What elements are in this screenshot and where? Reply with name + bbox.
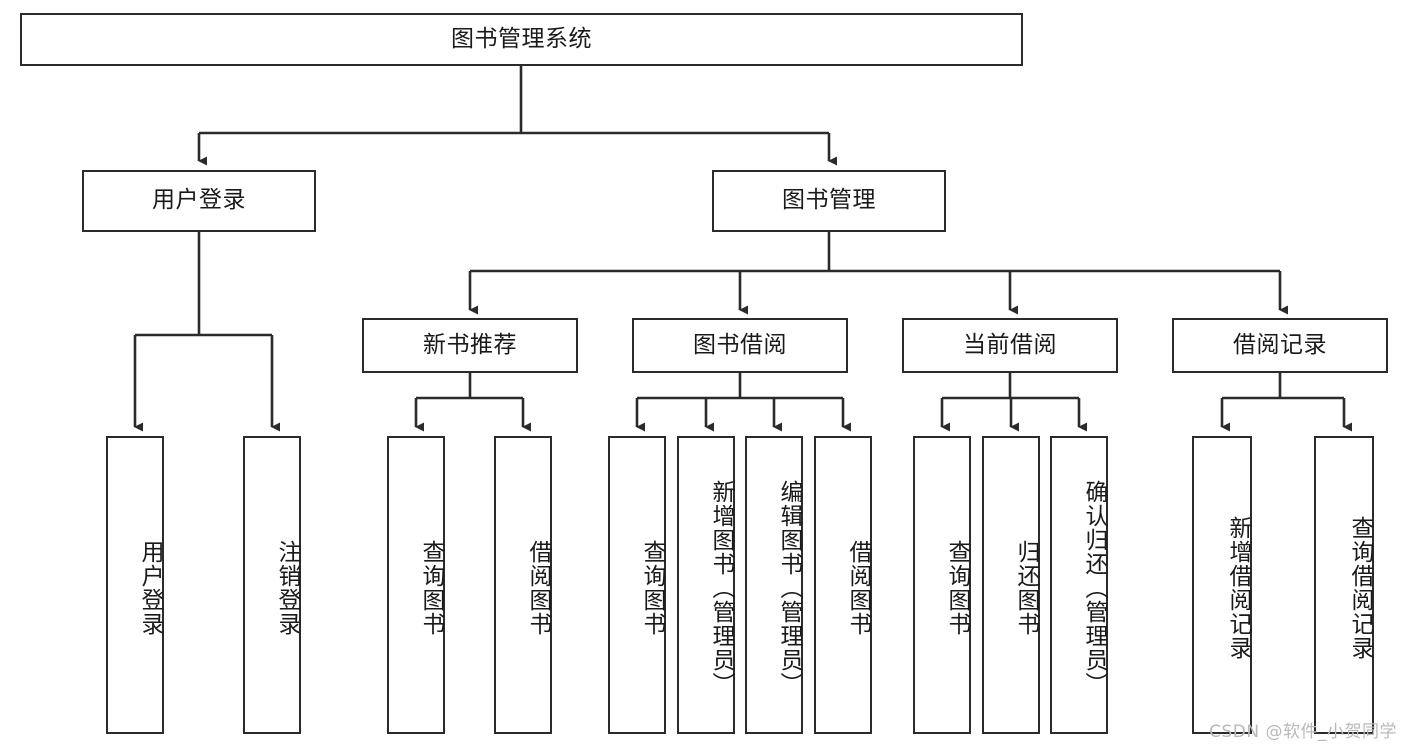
node-label: 归还图书 <box>1013 540 1039 636</box>
leaf-current-borrow-query-book[interactable]: 查询图书 <box>913 436 971 734</box>
node-label: 新书推荐 <box>423 331 517 358</box>
csdn-watermark: CSDN @软件_小贺同学 <box>1209 722 1397 742</box>
node-label: 当前借阅 <box>963 331 1057 358</box>
leaf-new-book-query-book[interactable]: 查询图书 <box>387 436 445 734</box>
leaf-book-borrow-edit-book-admin[interactable]: 编辑图书（管理员） <box>745 436 803 734</box>
node-label: 图书管理系统 <box>451 25 592 52</box>
node-label: 查询图书 <box>418 540 444 636</box>
node-label: 注销登录 <box>274 540 300 636</box>
node-root-book-management-system[interactable]: 图书管理系统 <box>20 13 1023 66</box>
leaf-book-borrow-query-book[interactable]: 查询图书 <box>608 436 666 734</box>
node-book-borrow[interactable]: 图书借阅 <box>632 318 848 373</box>
node-label: 编辑图书（管理员） <box>776 480 802 696</box>
node-label: 借阅记录 <box>1233 331 1327 358</box>
node-current-borrow[interactable]: 当前借阅 <box>902 318 1118 373</box>
leaf-user-login-logout[interactable]: 注销登录 <box>243 436 301 734</box>
node-label: 新增图书（管理员） <box>708 480 734 696</box>
node-label: 查询图书 <box>639 540 665 636</box>
leaf-new-book-borrow-book[interactable]: 借阅图书 <box>494 436 552 734</box>
leaf-user-login-login[interactable]: 用户登录 <box>106 436 164 734</box>
node-borrow-record[interactable]: 借阅记录 <box>1172 318 1388 373</box>
node-label: 用户登录 <box>137 540 163 636</box>
node-label: 查询借阅记录 <box>1347 516 1373 660</box>
node-label: 借阅图书 <box>845 540 871 636</box>
node-label: 借阅图书 <box>525 540 551 636</box>
leaf-borrow-record-query-record[interactable]: 查询借阅记录 <box>1314 436 1374 734</box>
leaf-current-borrow-return-book[interactable]: 归还图书 <box>982 436 1040 734</box>
leaf-book-borrow-add-book-admin[interactable]: 新增图书（管理员） <box>677 436 735 734</box>
node-user-login[interactable]: 用户登录 <box>82 170 316 232</box>
node-book-management[interactable]: 图书管理 <box>712 170 946 232</box>
leaf-book-borrow-borrow-book[interactable]: 借阅图书 <box>814 436 872 734</box>
node-label: 用户登录 <box>152 187 246 214</box>
node-label: 确认归还（管理员） <box>1081 480 1107 696</box>
node-new-book-recommend[interactable]: 新书推荐 <box>362 318 578 373</box>
leaf-borrow-record-add-record[interactable]: 新增借阅记录 <box>1192 436 1252 734</box>
leaf-current-borrow-confirm-return-admin[interactable]: 确认归还（管理员） <box>1050 436 1108 734</box>
node-label: 查询图书 <box>944 540 970 636</box>
node-label: 新增借阅记录 <box>1225 516 1251 660</box>
node-label: 图书借阅 <box>693 331 787 358</box>
node-label: 图书管理 <box>782 187 876 214</box>
